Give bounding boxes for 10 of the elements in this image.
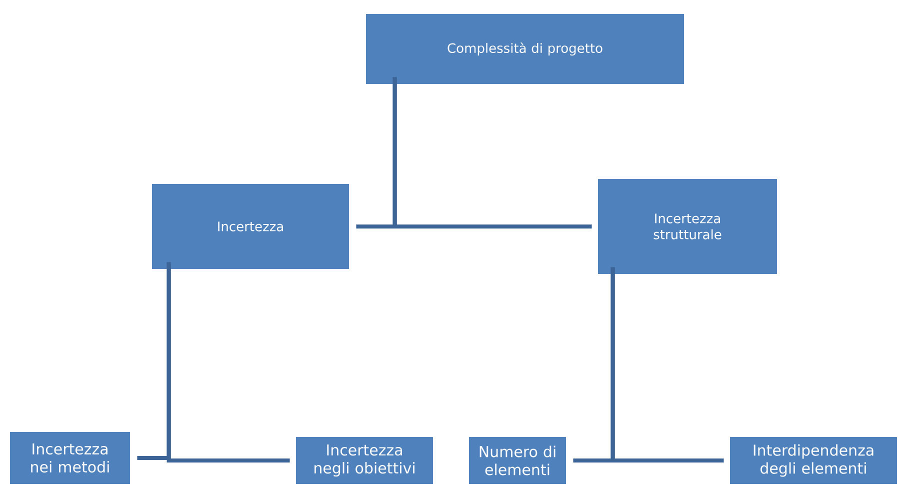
process-box: Complessità di progetto bbox=[366, 14, 684, 84]
process-box: Incertezza nei metodi bbox=[10, 432, 130, 484]
process-box: Incertezza bbox=[152, 184, 349, 269]
process-box: Incertezza negli obiettivi bbox=[296, 437, 433, 484]
connector-line bbox=[610, 267, 724, 462]
connector-line bbox=[166, 262, 290, 462]
process-box: Numero di elementi bbox=[469, 437, 566, 484]
connector-line bbox=[392, 77, 592, 228]
process-box: Incertezza strutturale bbox=[598, 179, 777, 274]
process-box: Interdipendenza degli elementi bbox=[730, 437, 897, 484]
